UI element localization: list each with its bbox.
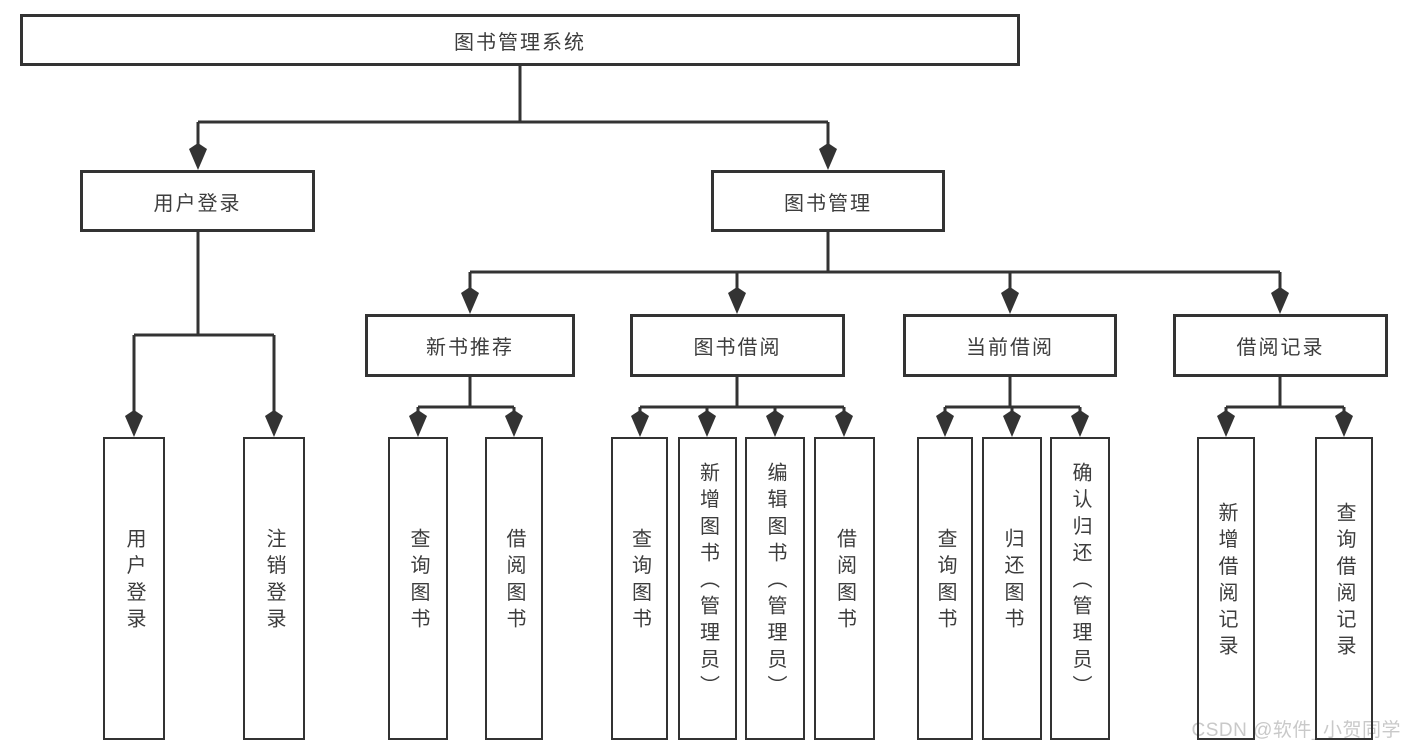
- arrowhead-icon: [1071, 410, 1089, 437]
- arrowhead-icon: [1335, 410, 1353, 437]
- arrowhead-icon: [1001, 287, 1019, 314]
- leaf-add-book-admin: 新增图书（管理员）: [678, 437, 737, 740]
- arrowhead-icon: [125, 410, 143, 437]
- arrowhead-icon: [766, 410, 784, 437]
- arrowhead-icon: [819, 143, 837, 170]
- leaf-label: 确认归还（管理员）: [1069, 461, 1091, 702]
- leaf-label: 编辑图书（管理员）: [764, 461, 786, 702]
- leaf-label: 归还图书: [1001, 528, 1023, 635]
- leaf-query-book-recommend: 查询图书: [388, 437, 448, 740]
- leaf-label: 查询图书: [628, 528, 651, 635]
- node-library-management-system: 图书管理系统: [20, 14, 1020, 66]
- leaf-edit-book-admin: 编辑图书（管理员）: [745, 437, 805, 740]
- leaf-label: 用户登录: [123, 528, 145, 635]
- arrowhead-icon: [1217, 410, 1235, 437]
- leaf-query-book-borrow: 查询图书: [611, 437, 668, 740]
- arrowhead-icon: [631, 410, 649, 437]
- arrowhead-icon: [409, 410, 427, 437]
- leaf-logout: 注销登录: [243, 437, 305, 740]
- leaf-label: 查询图书: [407, 528, 429, 635]
- leaf-borrow-book-recommend: 借阅图书: [485, 437, 543, 740]
- leaf-user-login: 用户登录: [103, 437, 165, 740]
- arrowhead-icon: [461, 287, 479, 314]
- leaf-return-book: 归还图书: [982, 437, 1042, 740]
- arrowhead-icon: [189, 143, 207, 170]
- leaf-label: 新增图书（管理员）: [696, 461, 719, 702]
- leaf-query-book-current: 查询图书: [917, 437, 973, 740]
- node-borrow-records: 借阅记录: [1173, 314, 1388, 377]
- arrowhead-icon: [835, 410, 853, 437]
- arrowhead-icon: [728, 287, 746, 314]
- leaf-label: 注销登录: [263, 528, 285, 635]
- leaf-label: 借阅图书: [503, 528, 525, 635]
- leaf-add-borrow-record: 新增借阅记录: [1197, 437, 1255, 740]
- leaf-label: 借阅图书: [833, 528, 856, 635]
- leaf-label: 新增借阅记录: [1215, 501, 1237, 662]
- node-book-management: 图书管理: [711, 170, 945, 232]
- arrowhead-icon: [265, 410, 283, 437]
- node-user-login: 用户登录: [80, 170, 315, 232]
- arrowhead-icon: [698, 410, 716, 437]
- node-new-book-recommend: 新书推荐: [365, 314, 575, 377]
- leaf-confirm-return-admin: 确认归还（管理员）: [1050, 437, 1110, 740]
- arrowhead-icon: [1271, 287, 1289, 314]
- node-current-borrow: 当前借阅: [903, 314, 1117, 377]
- leaf-borrow-book: 借阅图书: [814, 437, 875, 740]
- node-book-borrow: 图书借阅: [630, 314, 845, 377]
- arrowhead-icon: [1003, 410, 1021, 437]
- leaf-label: 查询图书: [934, 528, 956, 635]
- csdn-watermark: CSDN @软件_小贺同学: [1191, 720, 1401, 741]
- leaf-query-borrow-record: 查询借阅记录: [1315, 437, 1373, 740]
- arrowhead-icon: [936, 410, 954, 437]
- arrowhead-icon: [505, 410, 523, 437]
- leaf-label: 查询借阅记录: [1333, 501, 1355, 662]
